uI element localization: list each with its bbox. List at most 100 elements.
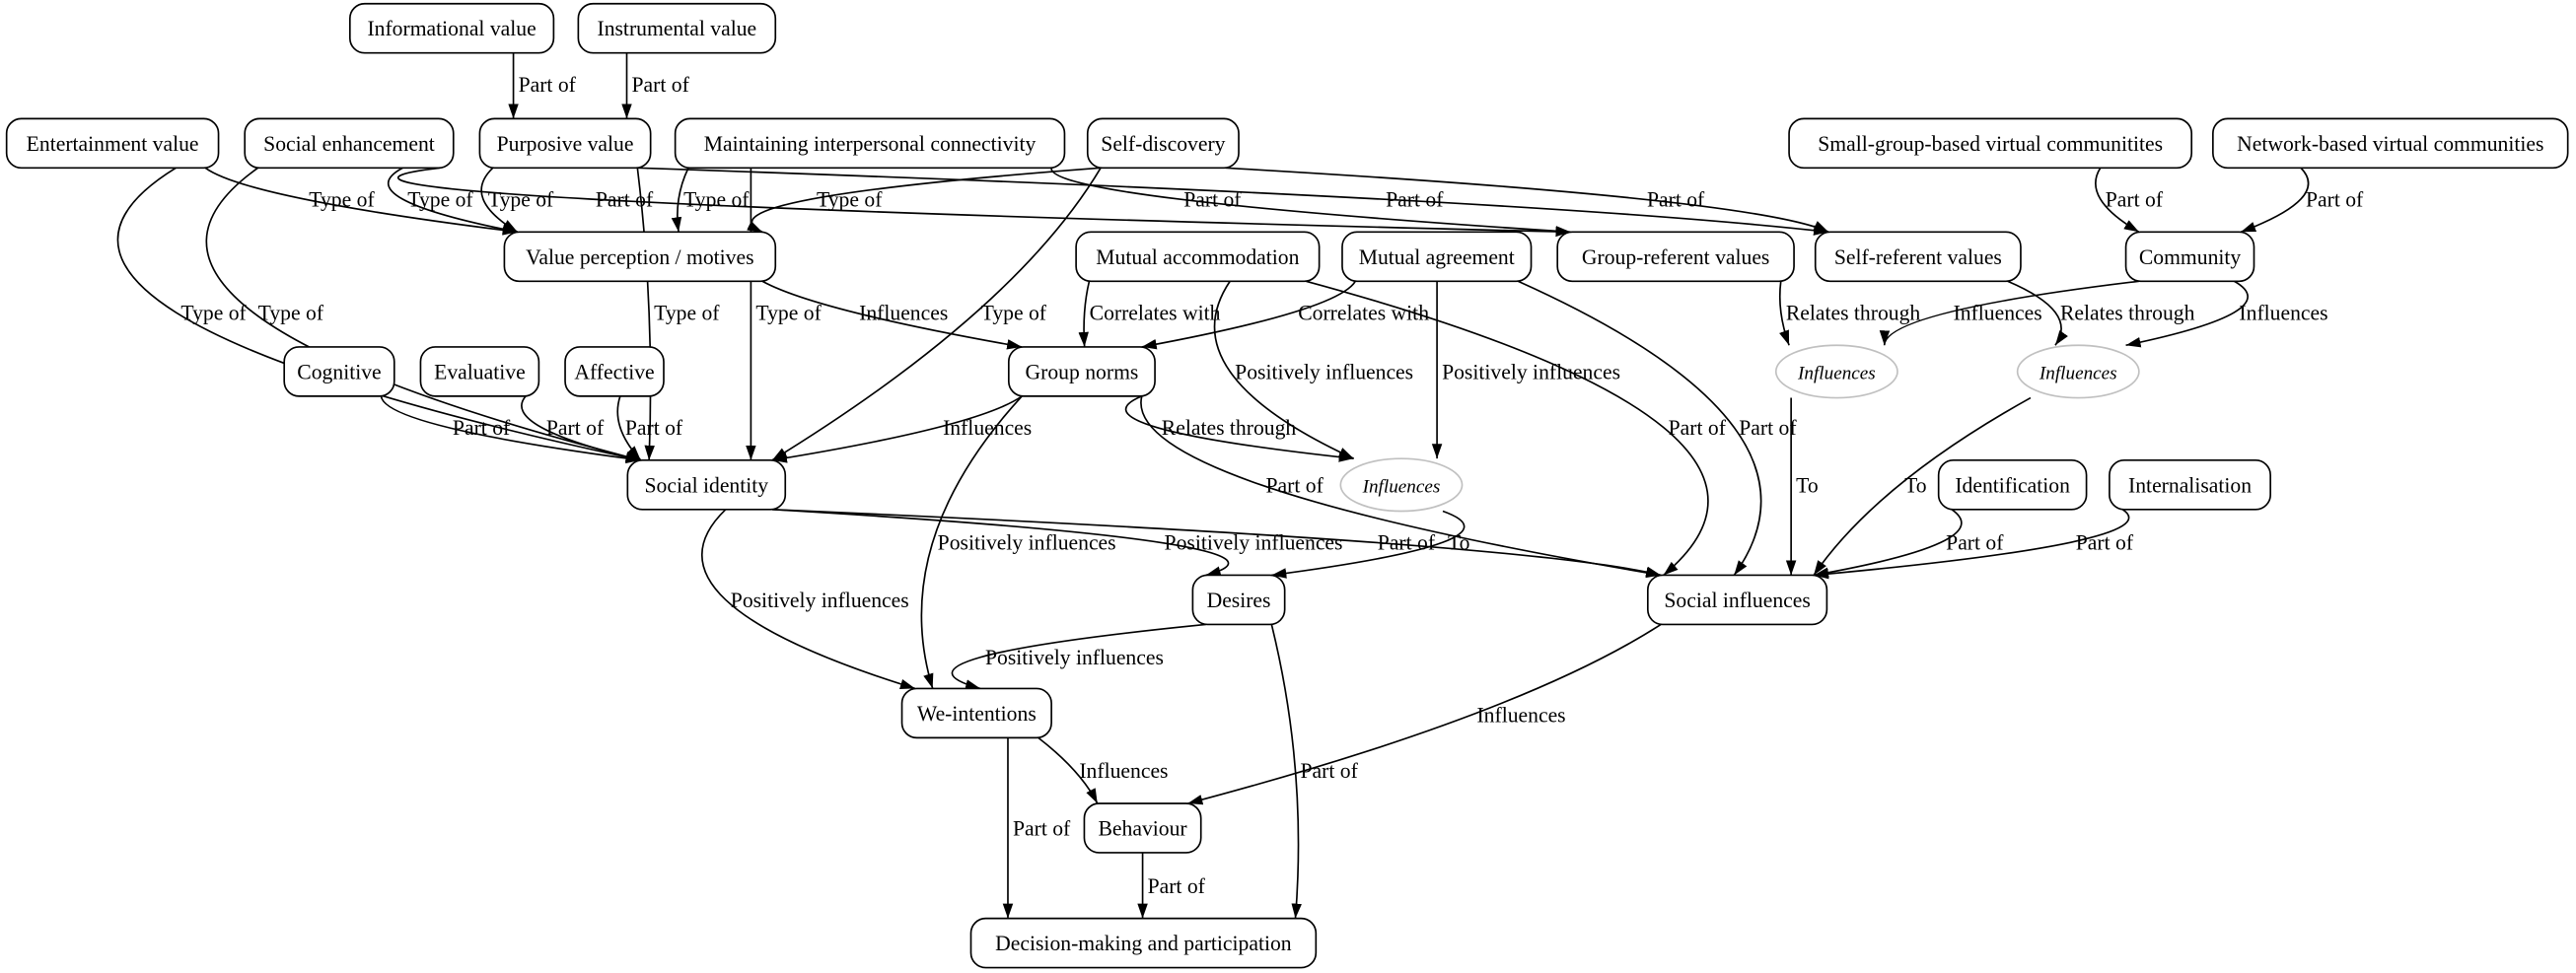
edge-line	[637, 167, 1829, 236]
edge-mutual-acc-to-infl3: Positively influences	[1213, 280, 1413, 459]
node-label: Identification	[1955, 473, 2070, 497]
edge-community-to-infl2: Influences	[2125, 280, 2328, 348]
edge-line	[771, 167, 1102, 461]
edge-label: Positively influences	[731, 589, 909, 612]
influences-ellipse-node: Influences	[1339, 457, 1464, 513]
edge-behaviour-to-decision: Part of	[1137, 852, 1206, 919]
edge-line	[1517, 280, 1762, 576]
edge-label: Part of	[1013, 816, 1071, 840]
rounded-box-shape	[283, 346, 395, 397]
rounded-box-shape	[900, 687, 1052, 739]
edge-instrumental-to-purposive: Part of	[621, 52, 690, 119]
rounded-box-shape	[1937, 459, 2088, 511]
rounded-box-shape	[969, 917, 1318, 969]
node-entertainment: Entertainment value	[5, 117, 220, 170]
edge-label: Part of	[1378, 531, 1436, 555]
rounded-box-shape	[1556, 231, 1795, 283]
edge-line	[771, 395, 1023, 463]
node-desires: Desires	[1191, 574, 1286, 626]
rounded-box-shape	[1341, 231, 1533, 283]
edge-label: Influences	[1476, 704, 1565, 728]
node-label: Behaviour	[1098, 816, 1187, 840]
edge-line	[2007, 280, 2068, 346]
edge-label: Positively influences	[1235, 360, 1413, 383]
edge-self-ref-to-infl2: Relates through	[2007, 280, 2195, 346]
node-group-norms: Group norms	[1007, 346, 1156, 397]
node-label: Decision-making and participation	[995, 932, 1292, 955]
rounded-box-shape	[348, 2, 555, 54]
node-affective: Affective	[564, 346, 665, 397]
node-label: Maintaining interpersonal connectivity	[704, 132, 1037, 156]
edge-label: Positively influences	[1442, 360, 1620, 383]
ellipse-shape	[1339, 457, 1464, 513]
rounded-box-shape	[419, 346, 540, 397]
node-label: Small-group-based virtual communitites	[1818, 132, 2163, 156]
edge-line	[1813, 509, 1963, 579]
rounded-box-shape	[2109, 459, 2271, 511]
node-label: Affective	[574, 360, 654, 383]
edge-group-norms-to-social-id: Influences	[771, 395, 1032, 463]
edge-label: Part of	[1300, 759, 1358, 783]
edge-self-disc-to-social-id: Type of	[771, 167, 1102, 461]
node-label: Network-based virtual communities	[2237, 132, 2543, 156]
edge-line	[671, 167, 689, 233]
edge-line	[1879, 280, 2139, 346]
edge-label: Positively influences	[985, 646, 1164, 669]
node-label: Self-discovery	[1101, 132, 1225, 156]
node-maintaining: Maintaining interpersonal connectivity	[674, 117, 1066, 170]
edge-label: Type of	[309, 187, 375, 211]
edge-label: Relates through	[1786, 301, 1921, 324]
edge-line	[2125, 280, 2249, 348]
edge-informational-to-purposive: Part of	[508, 52, 577, 119]
edge-line	[1306, 280, 1709, 577]
node-label: Self-referent values	[1834, 245, 2002, 269]
edge-line	[204, 167, 518, 236]
edge-line	[771, 508, 1230, 577]
node-decision: Decision-making and participation	[969, 917, 1318, 969]
edge-infl2-to-social-infl: To	[1813, 396, 2032, 576]
edge-label: Part of	[1946, 531, 2004, 555]
edge-line	[380, 395, 641, 464]
node-small-group: Small-group-based virtual communitites	[1788, 117, 2193, 170]
node-self-disc: Self-discovery	[1086, 117, 1240, 170]
edge-line	[1813, 396, 2032, 576]
edge-line	[1813, 509, 2130, 580]
node-label: Social influences	[1664, 589, 1810, 612]
edge-label: Type of	[683, 187, 750, 211]
rounded-box-shape	[626, 459, 787, 511]
node-evaluative: Evaluative	[419, 346, 540, 397]
edge-infl1-to-social-infl: To	[1785, 397, 1819, 576]
node-label: Evaluative	[434, 360, 526, 383]
node-label: Social enhancement	[263, 132, 435, 156]
node-informational: Informational value	[348, 2, 555, 54]
edge-line	[920, 395, 1023, 689]
edge-affective-to-social-id: Part of	[616, 395, 683, 461]
edge-line	[116, 167, 641, 462]
edge-network-to-community: Part of	[2240, 167, 2364, 234]
edge-label: Part of	[453, 416, 511, 440]
edge-social-id-to-we-int: Positively influences	[700, 509, 916, 690]
edge-line	[2240, 167, 2310, 234]
rounded-box-shape	[503, 231, 777, 283]
edge-label: Influences	[1079, 759, 1168, 783]
edge-line	[747, 167, 1102, 234]
edge-social-enh-to-value-perc: Type of	[387, 167, 518, 235]
edge-line	[761, 280, 1023, 350]
node-label: Informational value	[367, 17, 536, 40]
rounded-box-shape	[2212, 117, 2569, 170]
edge-mutual-agr-to-infl3: Positively influences	[1431, 281, 1620, 459]
edge-entertainment-to-value-perc: Type of	[204, 167, 518, 236]
edge-line	[1271, 510, 1466, 579]
edge-entertainment-to-social-id: Type of	[116, 167, 641, 462]
node-purposive: Purposive value	[478, 117, 652, 170]
edge-label: Part of	[1669, 416, 1727, 440]
edge-social-infl-to-behaviour: Influences	[1187, 623, 1662, 805]
edge-self-disc-to-self-ref: Part of	[1225, 167, 1829, 234]
edge-group-norms-to-social-infl: Part of	[1140, 395, 1662, 579]
edge-label: Type of	[180, 301, 247, 324]
edge-label: Part of	[625, 416, 683, 440]
node-behaviour: Behaviour	[1083, 802, 1202, 854]
node-label: Influences	[2039, 363, 2117, 383]
